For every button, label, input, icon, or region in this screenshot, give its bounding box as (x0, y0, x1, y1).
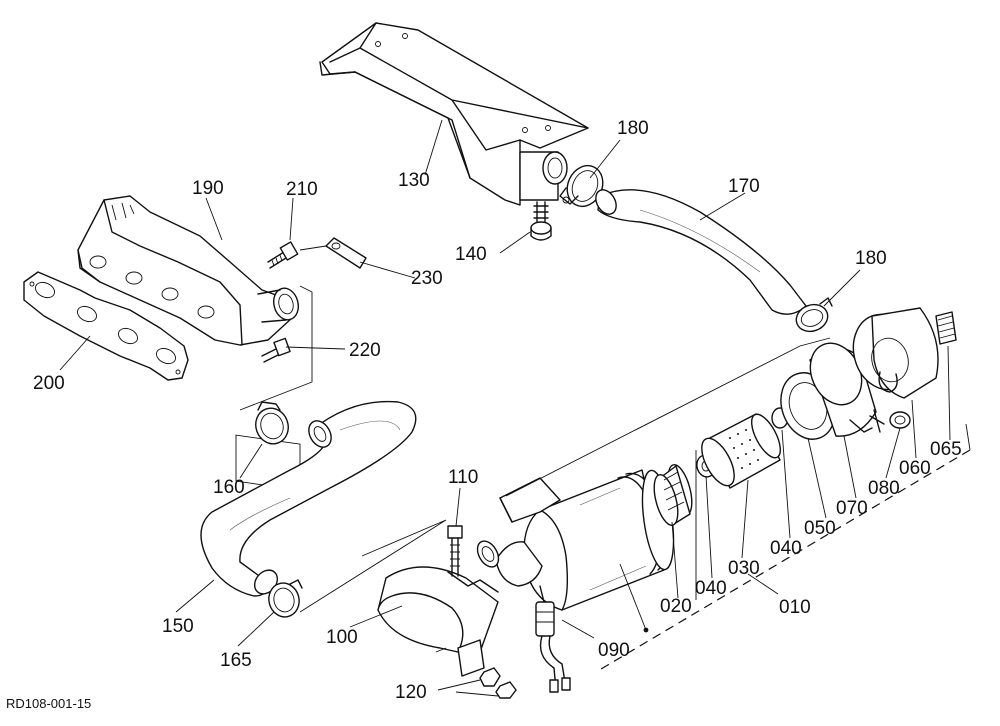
label-065: 065 (930, 439, 962, 460)
part-190-manifold (77, 195, 300, 346)
label-140: 140 (455, 244, 487, 265)
label-200: 200 (33, 373, 65, 394)
part-150-hose (200, 400, 417, 597)
label-130: 130 (398, 170, 430, 191)
part-140-bolt (530, 201, 552, 241)
label-050: 050 (804, 518, 836, 539)
part-130-bracket (319, 22, 589, 206)
label-110: 110 (448, 467, 478, 488)
label-170: 170 (728, 176, 760, 197)
label-080: 080 (868, 478, 900, 499)
part-090-air-cleaner-body (476, 469, 675, 611)
label-210: 210 (286, 179, 318, 200)
part-065-sticker (935, 311, 957, 345)
label-020: 020 (660, 596, 692, 617)
label-180a: 180 (617, 118, 649, 139)
part-180-clamp-lower (795, 297, 833, 333)
part-210-bolt (267, 241, 299, 269)
part-090-sensor (535, 585, 571, 693)
part-220-bolt (261, 337, 291, 363)
label-190: 190 (192, 178, 224, 199)
part-120-nuts (479, 667, 517, 699)
part-100-band (377, 566, 499, 677)
label-070: 070 (836, 498, 868, 519)
part-030-element (701, 413, 782, 489)
label-010: 010 (779, 597, 811, 618)
label-040b: 040 (770, 538, 802, 559)
label-230: 230 (411, 268, 443, 289)
part-060-cover (852, 307, 939, 399)
label-160: 160 (213, 477, 245, 498)
part-200-gasket (23, 271, 189, 381)
label-060: 060 (899, 458, 931, 479)
part-170-hose (595, 189, 807, 315)
part-165-clamp (268, 579, 303, 618)
reference-code: RD108-001-15 (6, 696, 91, 711)
label-090: 090 (598, 640, 630, 661)
label-030: 030 (728, 558, 760, 579)
label-165: 165 (220, 650, 252, 671)
part-230-plate (299, 237, 367, 269)
part-110-bolt (447, 525, 463, 577)
label-100: 100 (326, 627, 358, 648)
label-220: 220 (349, 340, 381, 361)
label-150: 150 (162, 616, 194, 637)
label-120: 120 (395, 682, 427, 703)
label-180b: 180 (855, 248, 887, 269)
label-040a: 040 (695, 578, 727, 599)
part-020-filter (653, 464, 693, 526)
